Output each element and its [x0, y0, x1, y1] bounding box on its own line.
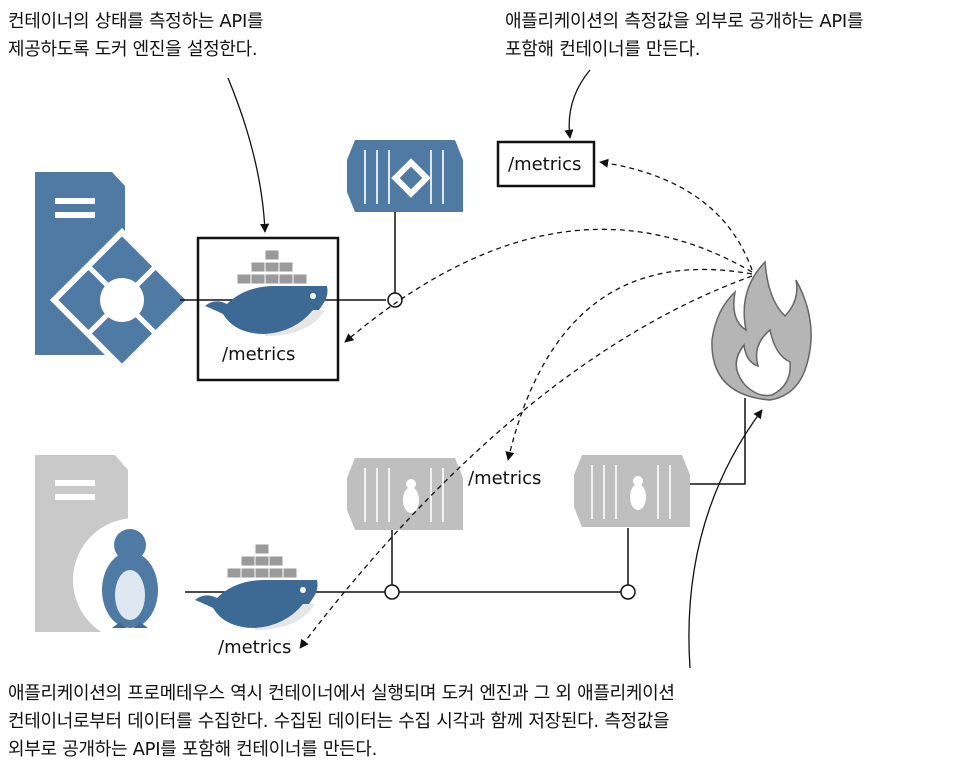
- caption-app-metrics: 애플리케이션의 측정값을 외부로 공개하는 API를 포함해 컨테이너를 만든다…: [505, 8, 864, 64]
- caption-arrow: [688, 409, 763, 669]
- connector-node: [620, 584, 636, 600]
- shipping-container-icon: [347, 458, 463, 530]
- network-line: [690, 398, 746, 485]
- metrics-label-docker-linux: /metrics: [218, 637, 291, 658]
- connector-node: [384, 584, 400, 600]
- scrape-arrows: [299, 158, 753, 649]
- penguin-icon: [102, 529, 158, 628]
- docker-whale-icon: [195, 543, 318, 630]
- shipping-container-icon: [347, 140, 463, 212]
- shipping-container-icon: [574, 455, 690, 527]
- docker-whale-icon: [205, 249, 328, 336]
- caption-arrow: [227, 77, 270, 233]
- caption-line: 애플리케이션의 프로메테우스 역시 컨테이너에서 실행되며 도커 엔진과 그 외…: [8, 683, 675, 704]
- caption-line: 제공하도록 도커 엔진을 설정한다.: [8, 39, 258, 60]
- caption-line: 애플리케이션의 측정값을 외부로 공개하는 API를: [505, 11, 864, 32]
- caption-line: 외부로 공개하는 API를 포함해 컨테이너를 만든다.: [8, 739, 378, 760]
- metrics-label-docker-windows: /metrics: [222, 344, 295, 365]
- connector-node: [387, 292, 403, 308]
- metrics-endpoint-box: [496, 140, 596, 188]
- caption-line: 컨테이너의 상태를 측정하는 API를: [8, 11, 264, 32]
- windows-server-icon: [35, 172, 195, 373]
- caption-arrow: [564, 69, 591, 139]
- caption-line: 컨테이너로부터 데이터를 수집한다. 수집된 데이터는 수집 시각과 함께 저장…: [8, 711, 670, 732]
- metrics-label-linux-container: /metrics: [468, 468, 541, 489]
- metrics-label-container: /metrics: [508, 154, 581, 175]
- caption-docker-engine-metrics: 컨테이너의 상태를 측정하는 API를 제공하도록 도커 엔진을 설정한다.: [8, 8, 264, 64]
- linux-server-icon: [35, 455, 197, 642]
- prometheus-flame-icon: [711, 260, 812, 401]
- caption-line: 포함해 컨테이너를 만든다.: [505, 39, 701, 60]
- caption-prometheus: 애플리케이션의 프로메테우스 역시 컨테이너에서 실행되며 도커 엔진과 그 외…: [8, 680, 675, 764]
